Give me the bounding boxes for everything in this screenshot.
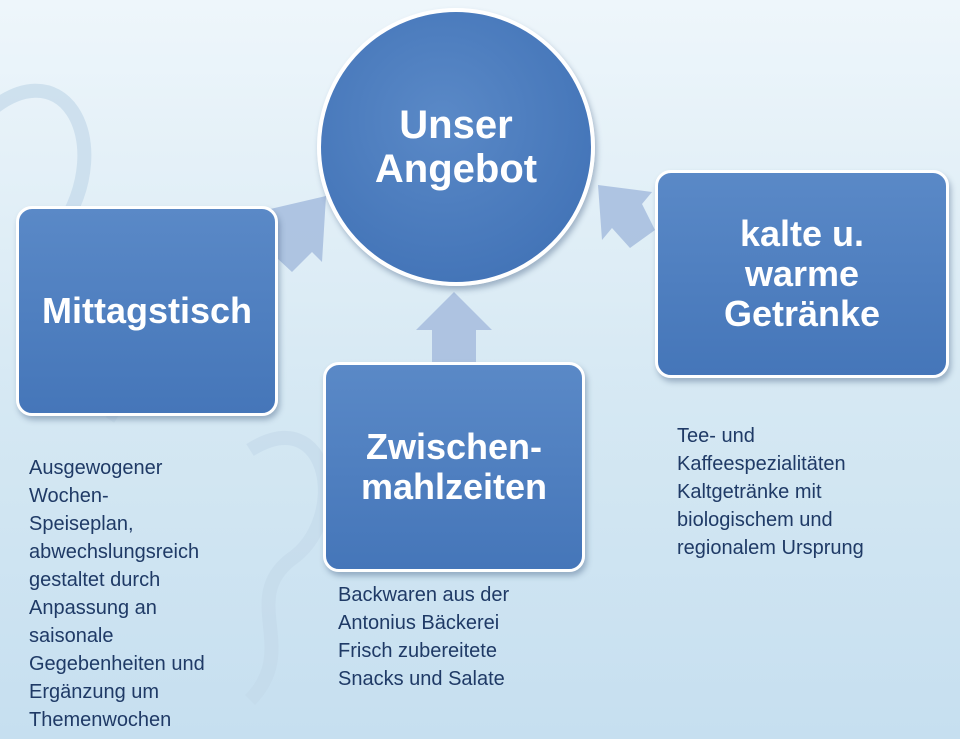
arrow-left-to-hub [263, 196, 326, 272]
arrow-right-to-hub [598, 185, 655, 248]
node-title-mid: Zwischen- mahlzeiten [360, 426, 548, 507]
node-title-left: Mittagstisch [41, 290, 253, 331]
arrow-up [416, 292, 492, 362]
hub-circle: Unser Angebot [317, 8, 595, 286]
description-left: Ausgewogener Wochen- Speiseplan, abwechs… [29, 457, 205, 731]
description-right: Tee- und Kaffeespezialitäten Kaltgetränk… [677, 425, 864, 559]
description-mid: Backwaren aus der Antonius Bäckerei Fris… [338, 584, 510, 690]
hub-title: Unser Angebot [374, 103, 538, 191]
node-title-right: kalte u. warme Getränke [723, 213, 881, 334]
node-mittagstisch: Mittagstisch [16, 206, 278, 416]
node-zwischenmahlzeiten: Zwischen- mahlzeiten [323, 362, 585, 572]
node-getraenke: kalte u. warme Getränke [655, 170, 949, 378]
